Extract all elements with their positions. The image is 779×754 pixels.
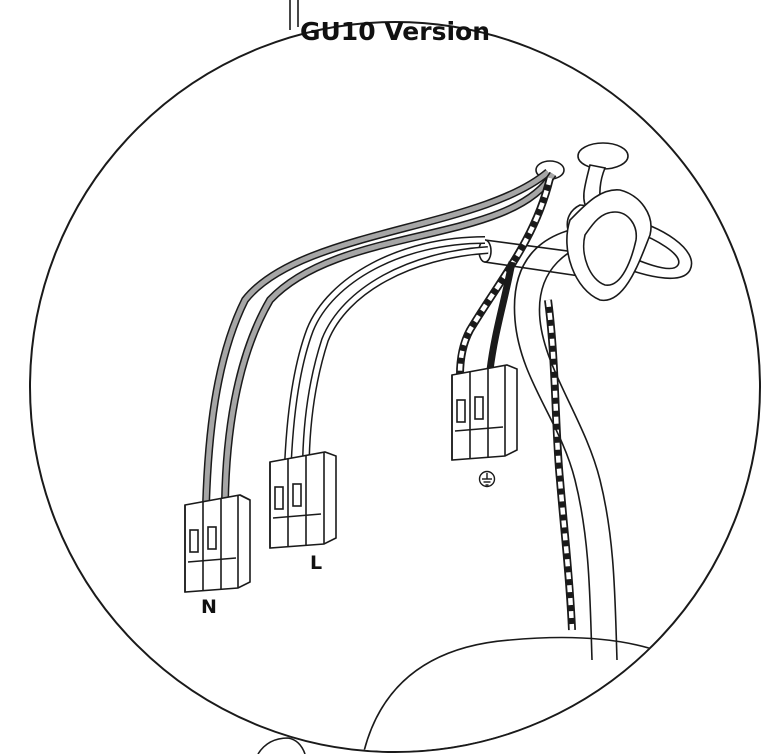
ceiling-rod <box>289 0 299 30</box>
neutral-connector <box>184 494 251 593</box>
earth-ground-icon <box>478 470 496 488</box>
diagram-title: GU10 Version <box>300 17 490 46</box>
suspension-hook <box>566 164 693 301</box>
neutral-wires <box>202 168 557 506</box>
earth-connector <box>451 364 518 461</box>
live-wires <box>284 236 489 463</box>
neutral-label: N <box>201 596 217 618</box>
hook-hole <box>577 142 629 170</box>
main-cable <box>513 224 621 661</box>
live-label: L <box>310 552 322 574</box>
detail-circle <box>29 21 761 753</box>
live-connector <box>269 451 337 549</box>
lower-hook-stub <box>257 737 306 754</box>
earth-wires <box>456 177 576 631</box>
